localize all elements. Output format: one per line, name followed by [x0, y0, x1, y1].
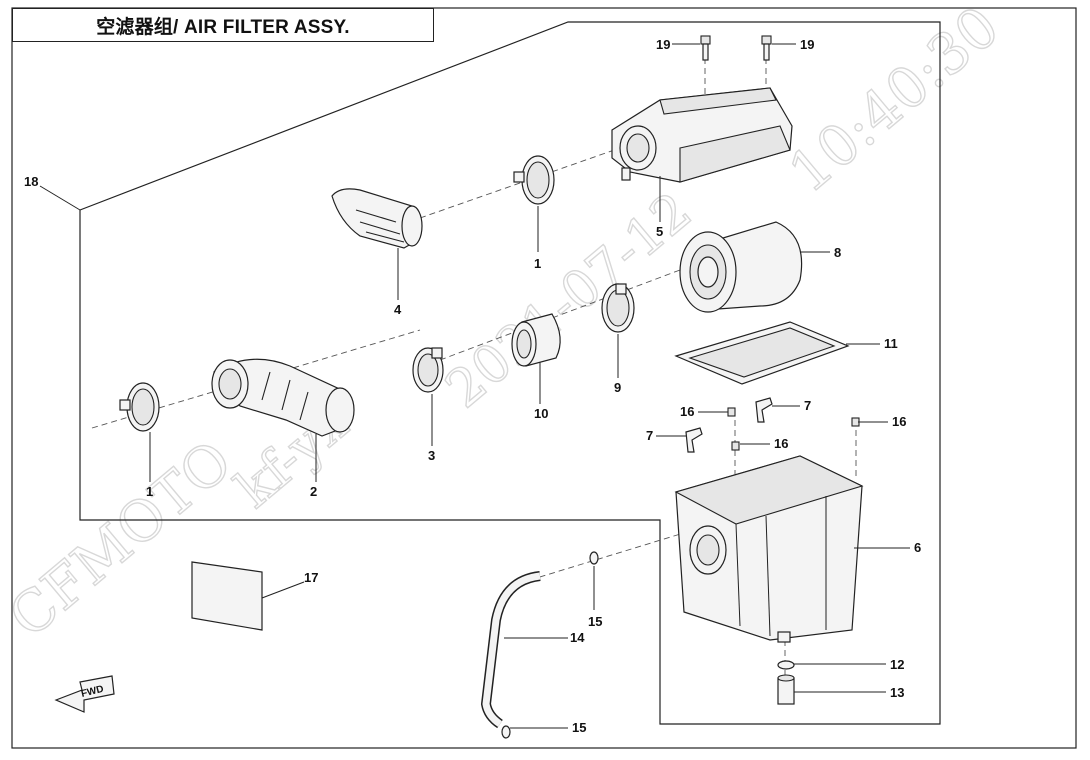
clip-16-mid [731, 441, 740, 451]
axis-line-drain [529, 527, 701, 581]
callout-3: 3 [428, 448, 435, 463]
callout-2: 2 [310, 484, 317, 499]
callout-12: 12 [890, 657, 904, 672]
clamp-9 [601, 283, 635, 333]
clip-15-upper [589, 551, 599, 565]
clamp-lower [119, 382, 160, 432]
bolt-left [700, 35, 711, 61]
watermark-group: CFMOTO kf-yx 2021-07-12 10:40:30 [0, 0, 1012, 651]
outer-frame [11, 7, 1077, 749]
airbox [674, 455, 864, 643]
callout-10: 10 [534, 406, 548, 421]
callout-leader-18 [39, 185, 81, 211]
axis-line-lower-2 [439, 269, 681, 361]
o-ring [777, 660, 795, 670]
leader-lines [149, 43, 910, 729]
callout-4: 4 [394, 302, 402, 317]
callout-19-right: 19 [800, 37, 814, 52]
callout-19-left: 19 [656, 37, 670, 52]
watermark-date: 2021-07-12 [435, 181, 703, 420]
callout-11: 11 [884, 336, 898, 351]
clamp-upper [513, 155, 555, 205]
callout-15-upper: 15 [588, 614, 602, 629]
callout-9: 9 [614, 380, 621, 395]
intake-duct [331, 188, 423, 249]
callout-16-right: 16 [892, 414, 906, 429]
clip-16-top [727, 407, 736, 417]
air-filter-element [679, 221, 803, 313]
callout-18: 18 [24, 174, 38, 189]
air-filter-cover [611, 87, 793, 183]
fitting-7-left [685, 427, 703, 453]
callout-numbers: 19 19 18 1 5 4 8 11 9 10 3 1 2 16 7 7 16… [24, 37, 921, 735]
callout-7-left: 7 [646, 428, 653, 443]
callout-17: 17 [304, 570, 318, 585]
intake-boot [211, 358, 355, 437]
callout-13: 13 [890, 685, 904, 700]
callout-15-lower: 15 [572, 720, 586, 735]
warning-label [191, 561, 263, 631]
callout-1-upper: 1 [534, 256, 541, 271]
callout-14: 14 [570, 630, 585, 645]
clip-16-right [851, 417, 860, 427]
watermark-time: 10:40:30 [777, 0, 1011, 206]
assembly-boundary [79, 21, 941, 725]
clip-15-lower [501, 725, 511, 739]
drain-plug [777, 674, 795, 705]
callout-6: 6 [914, 540, 921, 555]
clamp-3 [412, 347, 444, 393]
callout-16-top: 16 [680, 404, 694, 419]
fitting-7-right [755, 397, 773, 423]
drain-hose [480, 571, 541, 729]
axis-line-upper [419, 147, 621, 219]
bolt-right [761, 35, 772, 61]
coupler [511, 313, 561, 367]
gasket [674, 321, 850, 385]
callout-16-mid: 16 [774, 436, 788, 451]
forward-arrow-icon: FWD [54, 675, 115, 713]
fwd-label: FWD [80, 684, 105, 700]
callout-8: 8 [834, 245, 841, 260]
diagram-title: 空滤器组/ AIR FILTER ASSY. [12, 8, 434, 42]
callout-5: 5 [656, 224, 663, 239]
callout-1-lower: 1 [146, 484, 153, 499]
callout-7-right: 7 [804, 398, 811, 413]
